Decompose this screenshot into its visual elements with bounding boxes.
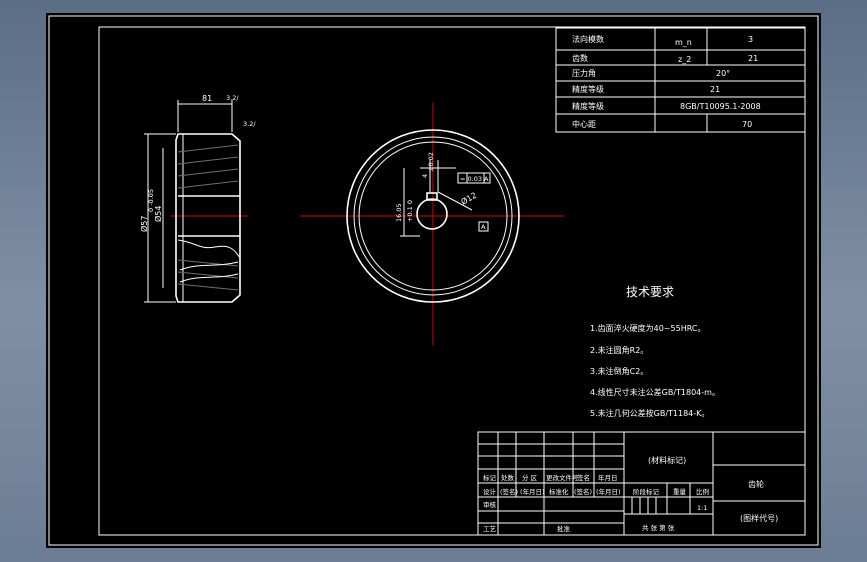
tb-scale: 1:1: [697, 504, 707, 512]
tech-req-item-4: 4.线性尺寸未注公差GB/T1804-m。: [590, 387, 720, 397]
datum-label: A: [481, 223, 486, 231]
param-name-1: 齿数: [572, 53, 588, 63]
param-name-0: 法向模数: [572, 34, 604, 44]
tb-row2-4: (签名): [574, 487, 592, 496]
tb-material: (材料标记): [648, 455, 686, 465]
param-name-4: 精度等级: [572, 101, 604, 111]
tb-scale-label: 比例: [696, 487, 709, 496]
param-name-5: 中心距: [572, 119, 596, 129]
tb-row2-3: 标准化: [549, 487, 569, 496]
tb-sheet: 共 张 第 张: [642, 523, 675, 532]
tb-header-0: 标记: [483, 473, 497, 482]
keyway-tol: +0.1 0: [406, 200, 414, 222]
width-dim: 81: [202, 94, 212, 103]
tech-req-title: 技术要求: [626, 285, 674, 299]
bore-dim: Ø54: [153, 206, 163, 222]
keyway-width-tol: ±0.02: [427, 152, 435, 172]
param-symbol-1: z_2: [678, 55, 691, 64]
outer-dia-tol: 0 -0.05: [147, 189, 155, 212]
tb-approve: 批准: [557, 524, 571, 533]
tb-row2-5: (年月日): [596, 487, 621, 496]
param-name-3: 精度等级: [572, 84, 604, 94]
keyway-width: 4: [421, 174, 429, 178]
drawing-frame: [98, 26, 806, 536]
param-value-5: 70: [742, 120, 752, 129]
title-block: 标记 处数 分 区 更改文件号 签名 年月日 设计 (签名) (年月日) 标准化…: [477, 431, 806, 536]
tb-part-name: 齿轮: [748, 479, 764, 489]
tb-row2-2: (年月日): [520, 487, 545, 496]
tech-requirements: 技术要求 1.齿面淬火硬度为40~55HRC。 2.未注圆角R2。 3.未注倒角…: [590, 285, 720, 418]
tb-header-4: 签名: [577, 473, 590, 482]
tb-stage-label: 阶段标记: [633, 487, 660, 496]
tb-process: 工艺: [483, 525, 497, 533]
tech-req-item-5: 5.未注几何公差按GB/T1184-K。: [590, 408, 709, 418]
tb-header-3: 更改文件号: [546, 473, 579, 482]
side-view: 81 3.2/ 3.2/ Ø57 0 -0.05 Ø54: [139, 94, 256, 303]
param-value-2: 20°: [716, 69, 730, 78]
tb-row2-0: 设计: [483, 487, 497, 496]
tech-req-item-1: 1.齿面淬火硬度为40~55HRC。: [590, 323, 705, 333]
tech-req-item-3: 3.未注倒角C2。: [590, 366, 648, 376]
front-view: 16.05 +0.1 0 4 ±0.02 = 0.03 A Ø12 A: [300, 103, 565, 345]
tolerance-frame: = 0.03 A: [460, 175, 489, 183]
sheet-outer-border: [48, 15, 819, 546]
tb-header-1: 处数: [501, 473, 515, 482]
param-name-2: 压力角: [572, 68, 596, 78]
param-value-1: 21: [748, 54, 758, 63]
tb-drawing-no: (图样代号): [740, 513, 778, 523]
tech-req-item-2: 2.未注圆角R2。: [590, 345, 648, 355]
keyway-dim: 16.05: [395, 203, 403, 222]
roughness-side: 3.2/: [243, 120, 256, 128]
params-table: 法向模数 m_n 3 齿数 z_2 21 压力角 20° 精度等级 21 精度等…: [555, 27, 806, 133]
tb-header-2: 分 区: [522, 473, 538, 482]
roughness-top: 3.2/: [226, 94, 239, 102]
outer-dia-dim: Ø57: [139, 216, 149, 232]
param-value-3: 21: [710, 85, 720, 94]
param-value-0: 3: [748, 35, 753, 44]
param-symbol-0: m_n: [675, 38, 692, 47]
tb-review: 审核: [483, 500, 497, 509]
param-value-4: 8GB/T10095.1-2008: [680, 102, 761, 111]
tb-weight-label: 重量: [673, 488, 687, 496]
tb-row2-1: (签名): [500, 487, 518, 496]
tb-header-5: 年月日: [598, 473, 618, 482]
